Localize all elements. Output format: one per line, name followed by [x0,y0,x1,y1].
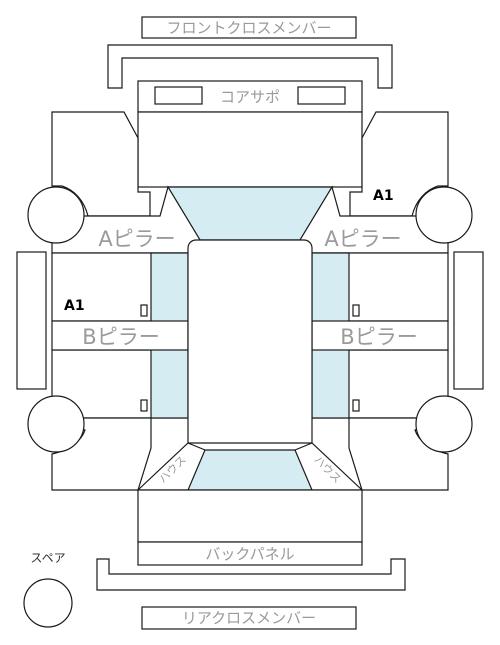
right-rear-door-handle [352,399,360,412]
a-pillar-right-label: Aピラー [324,227,401,251]
right-front-door-handle [352,304,360,317]
left-rear-door-handle [140,399,148,412]
right-front-fender [349,111,449,217]
rear-cross-member [96,558,406,591]
core-support-label: コアサポ [220,88,280,106]
core-support-right-slot [297,86,346,105]
b-pillar-left [51,320,189,351]
left-front-wheel [27,186,85,244]
right-front-wheel [415,186,473,244]
front-cross-member-box [141,16,357,39]
trunk-lid [137,489,363,543]
hood-panel [137,111,363,188]
rear-cross-member-box [141,606,357,630]
back-panel-label: バックパネル [205,545,294,563]
rear-cross-member-label: リアクロスメンバー [182,609,316,627]
core-support-left-slot [154,86,203,105]
back-panel-box [137,541,363,566]
left-front-fender [51,111,151,217]
rear-window [187,449,313,491]
front-cross-member-label: フロントクロスメンバー [166,19,331,37]
b-pillar-right-label: Bピラー [340,325,417,349]
spare-label: スペア [30,551,65,565]
b-pillar-left-label: Bピラー [82,325,159,349]
left-rear-wheel [27,395,85,453]
right-front-fender-mark: A1 [373,188,394,204]
b-pillar-right [311,320,449,351]
left-front-door-handle [140,304,148,317]
a-pillar-left-label: Aピラー [98,227,175,251]
roof [187,239,313,451]
spare-tire [23,578,73,628]
left-front-door-mark: A1 [64,298,85,314]
right-rocker-panel [453,251,484,390]
front-cross-member [107,44,393,89]
left-rocker-panel [16,251,47,390]
right-rear-wheel [415,395,473,453]
